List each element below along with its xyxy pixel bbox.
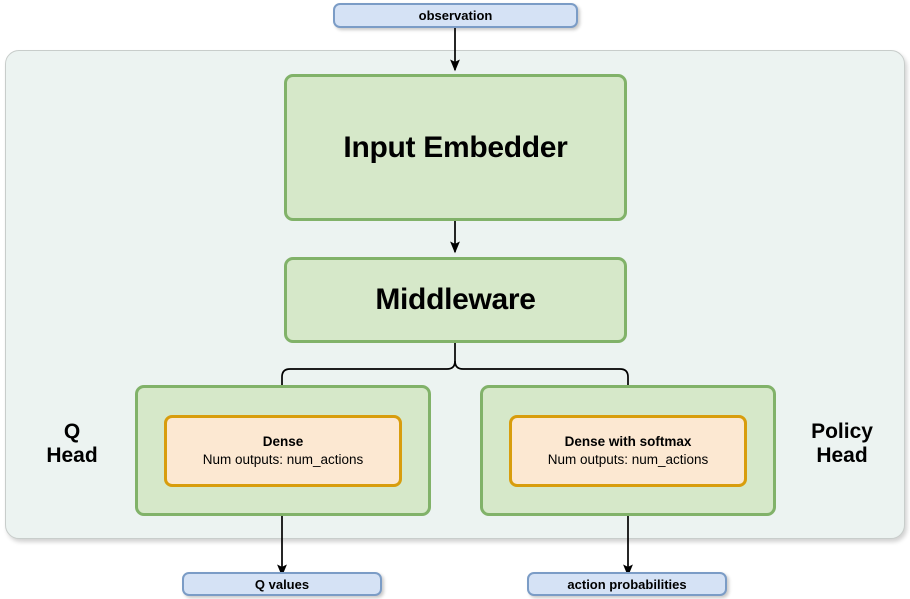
policy-dense-subtitle: Num outputs: num_actions bbox=[547, 452, 709, 467]
action-probabilities-label: action probabilities bbox=[567, 576, 687, 592]
observation-box[interactable]: observation bbox=[333, 3, 578, 28]
policy-dense-box[interactable]: Dense with softmax Num outputs: num_acti… bbox=[509, 414, 747, 487]
q-dense-subtitle: Num outputs: num_actions bbox=[202, 452, 364, 467]
policy-head-group[interactable]: Dense with softmax Num outputs: num_acti… bbox=[480, 385, 776, 516]
q-dense-title: Dense bbox=[262, 434, 304, 449]
q-values-label: Q values bbox=[254, 576, 310, 592]
input-embedder-label: Input Embedder bbox=[343, 130, 568, 164]
action-probabilities-box[interactable]: action probabilities bbox=[527, 572, 727, 596]
q-dense-box[interactable]: Dense Num outputs: num_actions bbox=[164, 414, 402, 487]
middleware-box[interactable]: Middleware bbox=[284, 257, 627, 343]
q-values-box[interactable]: Q values bbox=[182, 572, 382, 596]
policy-head-caption: Policy Head bbox=[811, 420, 873, 467]
observation-label: observation bbox=[418, 8, 493, 23]
middleware-label: Middleware bbox=[375, 283, 536, 316]
q-head-group[interactable]: Dense Num outputs: num_actions bbox=[135, 385, 431, 516]
input-embedder-box[interactable]: Input Embedder bbox=[284, 74, 627, 221]
q-head-caption: Q Head bbox=[46, 420, 98, 467]
policy-dense-title: Dense with softmax bbox=[564, 434, 692, 449]
